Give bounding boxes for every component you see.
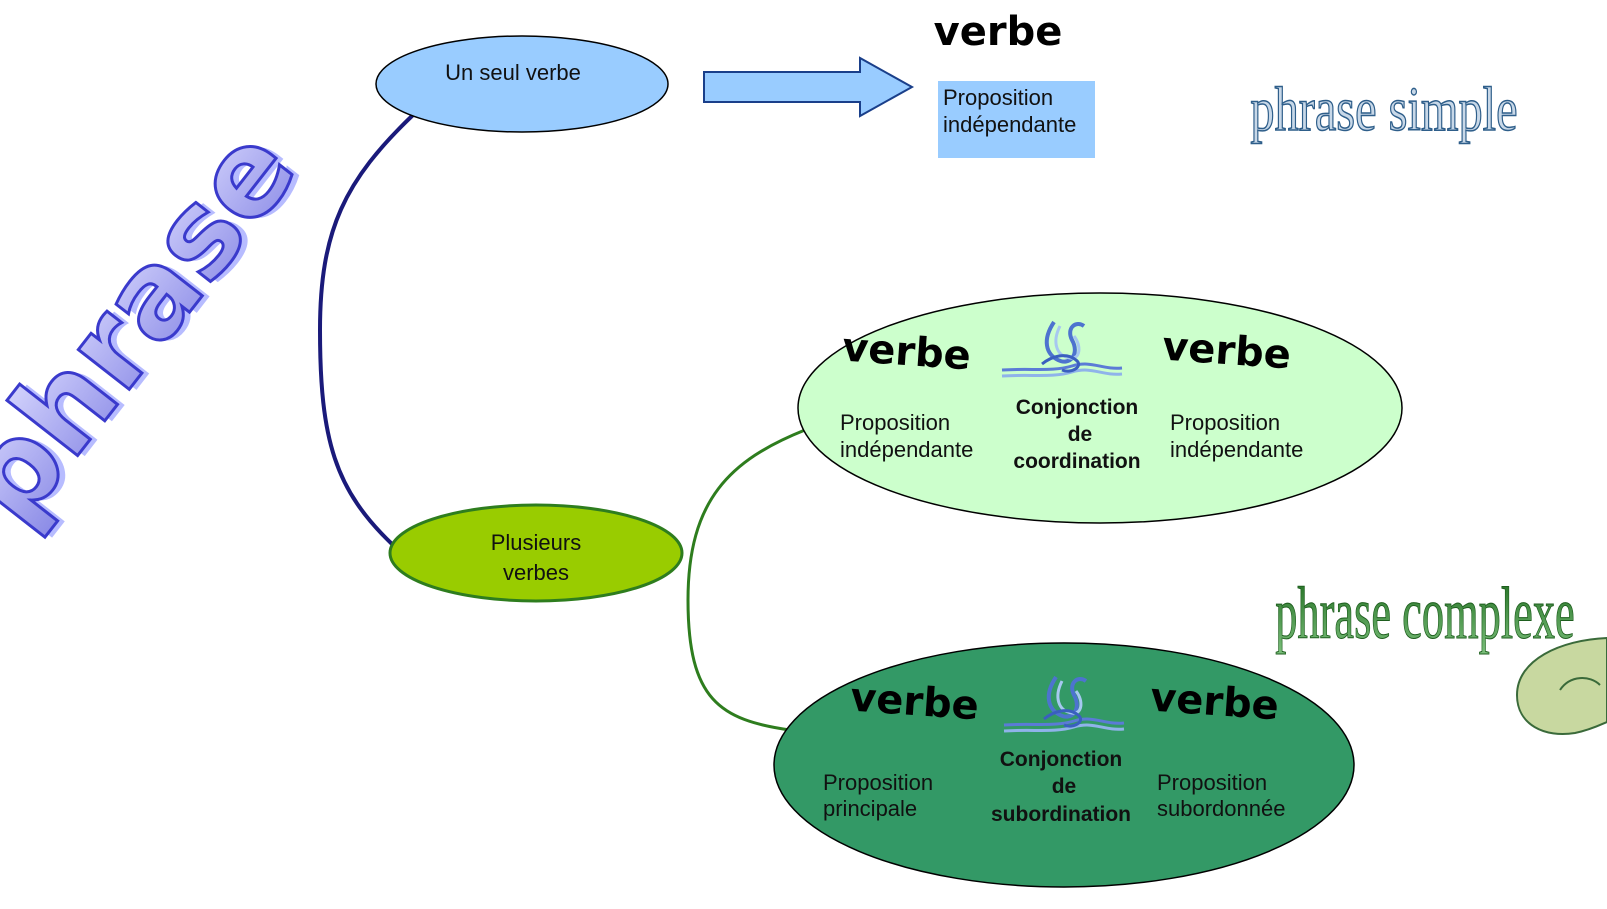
subord-right-line2: subordonnée bbox=[1157, 796, 1285, 821]
coord-right-line2: indépendante bbox=[1170, 437, 1303, 462]
phrase-complexe-title: phrase complexe bbox=[1275, 573, 1575, 655]
subord-conj-line3: subordination bbox=[991, 803, 1131, 826]
subordination-node: verbe verbe Proposition principale Conjo… bbox=[773, 642, 1355, 888]
subord-left-line2: principale bbox=[823, 796, 917, 821]
result-box-line2: indépendante bbox=[943, 112, 1076, 137]
single-verb-node: Un seul verbe bbox=[375, 35, 669, 133]
single-verb-label: Un seul verbe bbox=[445, 60, 581, 85]
partial-shape-curl bbox=[1559, 677, 1601, 691]
subord-right-line1: Proposition bbox=[1157, 770, 1267, 795]
branch-to-multiple bbox=[686, 428, 806, 732]
verb-label-subord-left: verbe bbox=[849, 675, 981, 730]
subord-conj-line2: de bbox=[1052, 775, 1077, 798]
phrase-simple-title: phrase simple bbox=[1250, 75, 1518, 145]
coord-conj-line3: coordination bbox=[1013, 450, 1140, 473]
phrase-root-label: phrase bbox=[0, 102, 323, 547]
multiple-verbs-line1: Plusieurs bbox=[491, 530, 581, 555]
result-box-line1: Proposition bbox=[943, 85, 1053, 110]
verb-label-coord-left: verbe bbox=[841, 325, 973, 380]
branch-to-single bbox=[317, 113, 415, 547]
multiple-verbs-node: Plusieurs verbes bbox=[388, 503, 684, 603]
verb-label-simple: verbe bbox=[934, 9, 1063, 55]
verb-label-subord-right: verbe bbox=[1149, 675, 1281, 730]
verb-label-coord-right: verbe bbox=[1161, 324, 1293, 379]
coordination-node: verbe verbe Proposition indépendante Con… bbox=[797, 292, 1403, 524]
subord-left-line1: Proposition bbox=[823, 770, 933, 795]
phrase-simple-label: phrase simple bbox=[1250, 75, 1517, 144]
subord-conj-line1: Conjonction bbox=[1000, 748, 1122, 771]
coord-conj-line2: de bbox=[1068, 423, 1093, 446]
wordart-phrase: phrase phrase bbox=[0, 101, 330, 549]
multiple-verbs-line2: verbes bbox=[503, 560, 569, 585]
coord-right-line1: Proposition bbox=[1170, 410, 1280, 435]
coord-left-line1: Proposition bbox=[840, 410, 950, 435]
independent-clause-box: Proposition indépendante bbox=[938, 81, 1095, 158]
coord-conj-line1: Conjonction bbox=[1016, 396, 1138, 419]
coord-left-line2: indépendante bbox=[840, 437, 973, 462]
phrase-complexe-label: phrase complexe bbox=[1275, 574, 1575, 655]
arrow-right-icon bbox=[703, 56, 915, 118]
